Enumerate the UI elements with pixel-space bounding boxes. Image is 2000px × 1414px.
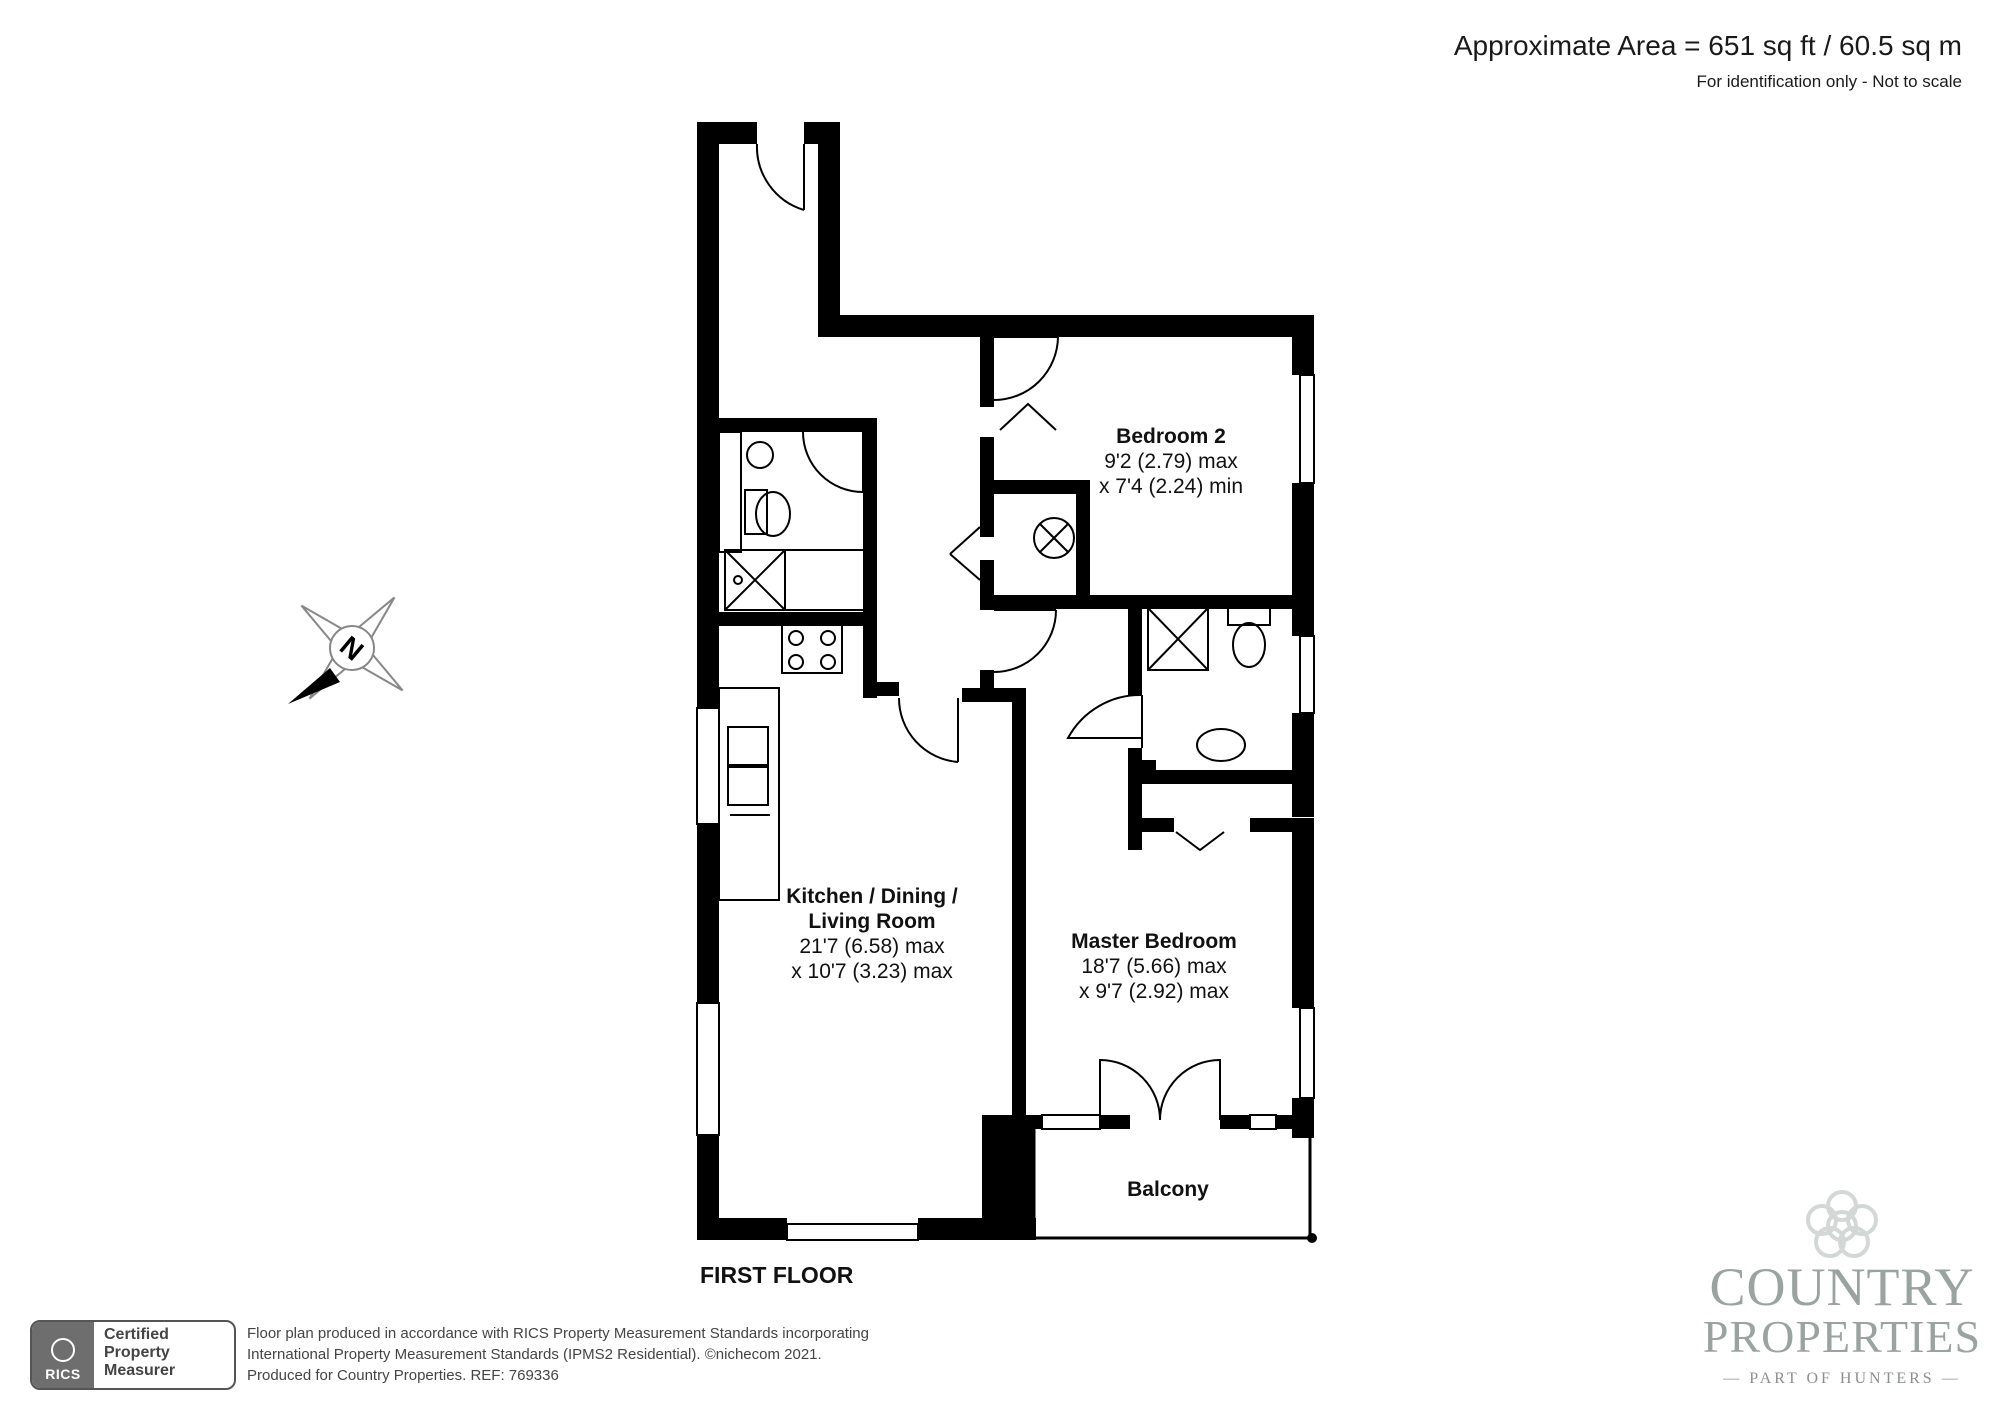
master-bedroom-dim2: x 9'7 (2.92) max — [1079, 980, 1229, 1003]
rics-emblem-icon — [51, 1338, 75, 1362]
floor-label: FIRST FLOOR — [700, 1262, 854, 1288]
footer-disclaimer: Floor plan produced in accordance with R… — [247, 1323, 869, 1386]
compass-north-pointer — [288, 668, 340, 704]
windows — [696, 374, 1315, 1241]
rics-line-2: Property — [104, 1344, 170, 1361]
room-kitchen: Kitchen / Dining / Living Room 21'7 (6.5… — [786, 885, 958, 983]
footer-line-3: Produced for Country Properties. REF: 76… — [247, 1367, 559, 1384]
bathroom-fixtures — [718, 431, 1271, 901]
footer-line-1: Floor plan produced in accordance with R… — [247, 1325, 869, 1342]
kitchen-name-line1: Kitchen / Dining / — [786, 885, 958, 908]
logo-line-1: COUNTRY — [1709, 1257, 1975, 1317]
balcony-name: Balcony — [1127, 1178, 1209, 1201]
rics-badge: RICS Certified Property Measurer — [30, 1320, 236, 1390]
rics-line-1: Certified — [104, 1326, 169, 1343]
rics-line-3: Measurer — [104, 1362, 176, 1379]
logo-line-2: PROPERTIES — [1702, 1311, 1982, 1362]
doors — [755, 143, 1225, 1121]
bedroom-2-name: Bedroom 2 — [1116, 425, 1226, 448]
logo-flower-icon — [1806, 1190, 1878, 1258]
bedroom-2-dim2: x 7'4 (2.24) min — [1099, 475, 1243, 498]
master-bedroom-name: Master Bedroom — [1071, 930, 1237, 953]
room-master-bedroom: Master Bedroom 18'7 (5.66) max x 9'7 (2.… — [1071, 930, 1237, 1003]
kitchen-dim1: 21'7 (6.58) max — [799, 935, 945, 958]
rics-brand: RICS — [45, 1366, 81, 1382]
approximate-area: Approximate Area = 651 sq ft / 60.5 sq m — [1453, 30, 1962, 61]
exterior-walls — [697, 122, 1314, 1240]
bedroom-2-dim1: 9'2 (2.79) max — [1104, 450, 1238, 473]
rics-logo: RICS — [32, 1322, 94, 1388]
room-bedroom-2: Bedroom 2 9'2 (2.79) max x 7'4 (2.24) mi… — [1099, 425, 1243, 498]
master-bedroom-dim1: 18'7 (5.66) max — [1081, 955, 1227, 978]
balcony-corner — [1307, 1233, 1317, 1243]
kitchen-name-line2: Living Room — [808, 910, 935, 933]
logo-line-3: — PART OF HUNTERS — — [1723, 1370, 1961, 1387]
kitchen-dim2: x 10'7 (3.23) max — [791, 960, 953, 983]
footer-line-2: International Property Measurement Stand… — [247, 1346, 822, 1363]
room-balcony: Balcony — [1127, 1178, 1209, 1201]
rics-certification: Certified Property Measurer — [94, 1322, 234, 1388]
scale-note: For identification only - Not to scale — [1696, 72, 1962, 91]
balcony-outline — [1032, 1129, 1312, 1240]
country-properties-logo: COUNTRY PROPERTIES — PART OF HUNTERS — — [1700, 1190, 1984, 1400]
